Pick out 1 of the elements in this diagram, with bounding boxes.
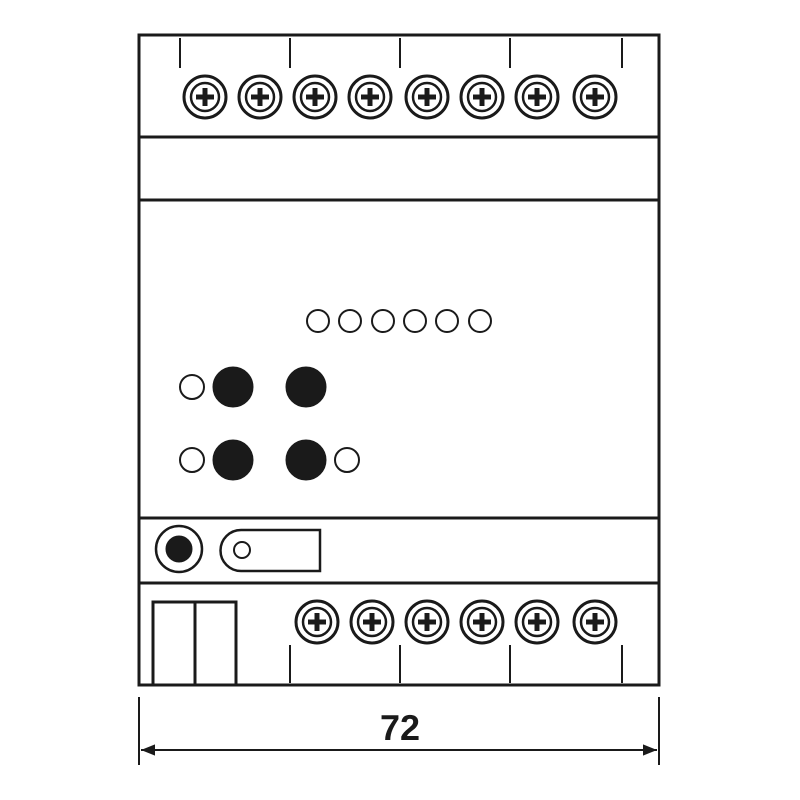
dimension-value: 72 bbox=[380, 710, 420, 746]
